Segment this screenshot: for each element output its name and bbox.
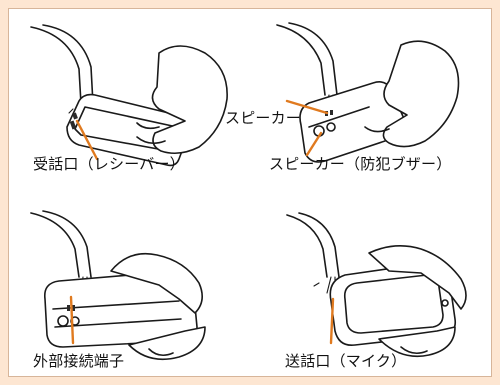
label-speaker-alarm: スピーカー（防犯ブザー）: [269, 155, 452, 173]
label-microphone: 送話口（マイク）: [285, 352, 407, 370]
label-external-port: 外部接続端子: [33, 352, 125, 370]
label-speaker: スピーカー: [225, 109, 302, 127]
illustration-speaker: [276, 22, 460, 163]
illustration-external-port: [30, 210, 206, 361]
illustration-receiver: [30, 24, 228, 167]
illustration-microphone: [286, 212, 467, 358]
label-receiver: 受話口（レシーバー）: [33, 155, 185, 173]
figure-frame: 受話口（レシーバー） スピーカー スピーカー（防犯ブザー）: [8, 8, 492, 377]
